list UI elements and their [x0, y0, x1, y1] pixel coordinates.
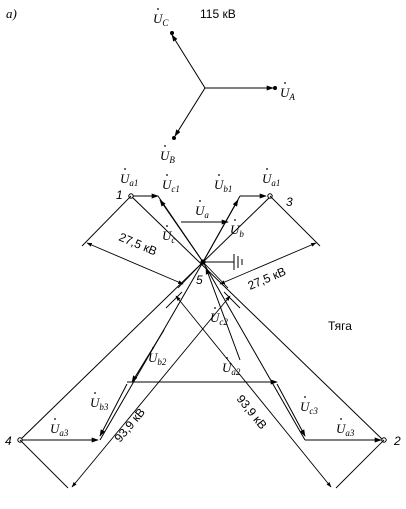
svg-text:Ub3: Ub3	[90, 395, 109, 412]
phasor-UB-line	[174, 87, 206, 137]
svg-text:Ub: Ub	[230, 222, 244, 239]
star-node-b	[172, 136, 176, 140]
svg-text:Uc: Uc	[162, 228, 175, 245]
ext-27-right-a	[269, 195, 321, 247]
svg-text:Uc3: Uc3	[300, 399, 318, 416]
dim-27-right	[219, 242, 317, 285]
node-4-label: 4	[5, 434, 12, 448]
transformer-lines	[17, 193, 387, 443]
ext-939-right-b	[165, 291, 183, 309]
label-Uc2: Uc2	[210, 307, 228, 327]
dim-27-left	[86, 242, 184, 285]
svg-text:Ua1: Ua1	[120, 171, 138, 188]
svg-text:Ub1: Ub1	[214, 177, 232, 194]
svg-text:Uc2: Uc2	[210, 310, 228, 327]
svg-text:UC: UC	[153, 11, 169, 28]
node-1-label: 1	[116, 188, 123, 202]
panel-label: а)	[6, 6, 17, 21]
ext-939-left-a	[19, 439, 69, 489]
star-node-c	[170, 31, 174, 35]
node-5-label: 5	[196, 273, 203, 287]
svg-text:UB: UB	[160, 148, 175, 165]
ext-27-left-a	[81, 195, 132, 247]
label-Ub2: Ub2	[148, 347, 167, 367]
phasor-Uc	[159, 199, 204, 263]
dim-939-left	[71, 295, 231, 488]
phasor-UC-line	[171, 34, 206, 89]
dimension-lines	[19, 195, 385, 489]
svg-text:UA: UA	[280, 85, 295, 102]
label-UA: UA	[280, 82, 295, 102]
label-Ub: Ub	[230, 219, 244, 239]
svg-text:Ub2: Ub2	[148, 350, 167, 367]
label-Ua: Ua	[195, 200, 209, 220]
node-2-label: 2	[393, 434, 401, 448]
label-Ua1-left: Ua1	[120, 168, 138, 188]
primary-star	[170, 31, 277, 140]
svg-text:Ua3: Ua3	[50, 421, 69, 438]
phasor-Ub	[202, 199, 239, 263]
svg-text:Ua2: Ua2	[222, 360, 241, 377]
label-UB: UB	[160, 145, 175, 165]
label-Uc3: Uc3	[300, 396, 318, 416]
label-Uc: Uc	[162, 225, 175, 245]
traction-label: Тяга	[328, 319, 352, 333]
svg-text:Ua1: Ua1	[262, 171, 280, 188]
label-Ua2: Ua2	[222, 357, 241, 377]
svg-text:Ua: Ua	[195, 203, 209, 220]
dim-27-right-label: 27,5 кВ	[246, 264, 288, 292]
svg-text:Uc1: Uc1	[162, 177, 180, 194]
label-Ub1: Ub1	[214, 174, 232, 194]
voltage-115-label: 115 кВ	[200, 7, 236, 21]
label-UC: UC	[153, 8, 169, 28]
label-Ua1-right: Ua1	[262, 168, 280, 188]
svg-text:Ua3: Ua3	[336, 421, 355, 438]
dim-939-right-label: 93,9 кВ	[234, 392, 270, 432]
dim-27-left-label: 27,5 кВ	[117, 230, 159, 258]
label-Uc1: Uc1	[162, 174, 180, 194]
star-node-a	[273, 86, 277, 90]
ext-939-right-a	[335, 439, 385, 489]
dim-939-right	[175, 295, 332, 488]
label-Ub3: Ub3	[90, 392, 109, 412]
node-3-label: 3	[286, 195, 293, 209]
label-Ua3-left: Ua3	[50, 418, 69, 438]
label-Ua3-right: Ua3	[336, 418, 355, 438]
